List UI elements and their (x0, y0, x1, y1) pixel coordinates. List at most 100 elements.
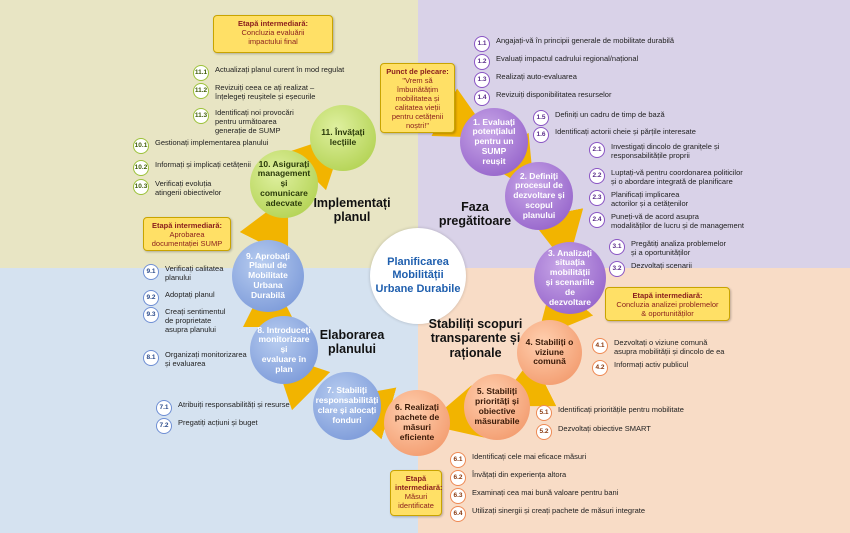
step-number-badge: 5.1 (536, 405, 552, 421)
step-4-1: 4.1 Dezvoltați o viziune comună asupra mo… (592, 338, 724, 356)
step-text: Dezvoltați o viziune comună asupra mobil… (614, 338, 725, 356)
milestone-analysis: Etapă intermediară:Concluzia analizei pr… (605, 287, 730, 321)
step-number-badge: 6.1 (450, 452, 466, 468)
step-number-badge: 2.1 (589, 142, 605, 158)
step-number-badge: 4.2 (592, 360, 608, 376)
step-number-badge: 4.1 (592, 338, 608, 354)
step-5-1: 5.1 Identificați prioritățile pentru mobi… (536, 405, 684, 421)
step-number-badge: 9.3 (143, 307, 159, 323)
step-number-badge: 11.3 (193, 108, 209, 124)
step-text: Identificați actorii cheie și părțile in… (555, 127, 696, 136)
node-10-management: 10. Asigurați management și comunicare a… (250, 150, 318, 218)
step-text: Pregătiți analiza problemelor și a oport… (631, 239, 727, 257)
step-number-badge: 11.2 (193, 83, 209, 99)
step-text: Revizuiți disponibilitatea resurselor (496, 90, 612, 99)
step-text: Organizați monitorizarea și evaluarea (165, 350, 247, 368)
step-number-badge: 3.1 (609, 239, 625, 255)
step-number-badge: 6.4 (450, 506, 466, 522)
node-4-common-vision: 4. Stabiliți o viziune comună (517, 320, 582, 385)
step-text: Dezvoltați obiective SMART (558, 424, 651, 433)
step-number-badge: 9.2 (143, 290, 159, 306)
step-text: Învățați din experiența altora (472, 470, 567, 479)
step-text: Identificați prioritățile pentru mobilit… (558, 405, 684, 414)
step-text: Dezvoltați scenarii (631, 261, 692, 270)
milestone-title: Etapă intermediară: (151, 221, 223, 230)
node-2-define-process: 2. Definiți procesul de dezvoltare și sc… (505, 162, 573, 230)
milestone-text: Concluzia evaluării impactului final (241, 28, 305, 46)
node-9-approve-plan: 9. Aprobați Planul de Mobilitate Urbana … (232, 240, 304, 312)
step-text: Investigați dincolo de granițele și resp… (611, 142, 720, 160)
center-title: Planificarea Mobilității Urbane Durabile (370, 228, 466, 324)
step-7-2: 7.2 Pregatiți acțiuni și buget (156, 418, 258, 434)
node-6-measure-packages: 6. Realizați pachete de măsuri eficiente (384, 390, 450, 456)
step-text: Creați sentimentul de proprietate asupra… (165, 307, 226, 334)
step-text: Pregatiți acțiuni și buget (178, 418, 258, 427)
step-2-1: 2.1 Investigați dincolo de granițele și r… (589, 142, 719, 160)
milestone-adoption: Etapă intermediară:Aprobarea documentați… (143, 217, 231, 251)
step-2-2: 2.2 Luptați-vă pentru coordonarea politic… (589, 168, 743, 186)
step-4-2: 4.2 Informați activ publicul (592, 360, 688, 376)
phase-elaboration: Elaborarea planului (319, 328, 385, 357)
step-number-badge: 1.2 (474, 54, 490, 70)
step-number-badge: 7.2 (156, 418, 172, 434)
step-text: Utilizați sinergii și creați pachete de … (472, 506, 645, 515)
step-text: Actualizați planul curent în mod regulat (215, 65, 345, 74)
step-number-badge: 2.3 (589, 190, 605, 206)
step-text: Identificați cele mai eficace măsuri (472, 452, 587, 461)
step-number-badge: 8.1 (143, 350, 159, 366)
step-number-badge: 1.3 (474, 72, 490, 88)
step-number-badge: 2.4 (589, 212, 605, 228)
step-text: Luptați-vă pentru coordonarea politicilo… (611, 168, 743, 186)
step-8-1: 8.1 Organizați monitorizarea și evaluarea (143, 350, 247, 368)
node-8-monitoring: 8. Introduceți monitorizare și evaluare … (250, 316, 318, 384)
step-number-badge: 11.1 (193, 65, 209, 81)
step-number-badge: 2.2 (589, 168, 605, 184)
node-5-priorities: 5. Stabiliți priorități și obiective măs… (464, 374, 530, 440)
step-1-5: 1.5 Definiți un cadru de timp de bază (533, 110, 665, 126)
step-text: Realizați auto-evaluarea (496, 72, 577, 81)
step-number-badge: 10.3 (133, 179, 149, 195)
step-6-1: 6.1 Identificați cele mai eficace măsuri (450, 452, 586, 468)
step-text: Angajați-vă în principii generale de mob… (496, 36, 675, 45)
milestone-title: Punct de plecare: (386, 67, 449, 76)
step-number-badge: 9.1 (143, 264, 159, 280)
step-6-4: 6.4 Utilizați sinergii și creați pachete … (450, 506, 645, 522)
step-number-badge: 1.5 (533, 110, 549, 126)
step-9-2: 9.2 Adoptați planul (143, 290, 215, 306)
milestone-title: Etapă intermediară: (632, 291, 703, 300)
step-number-badge: 1.4 (474, 90, 490, 106)
step-number-badge: 6.2 (450, 470, 466, 486)
step-7-1: 7.1 Atribuiți responsabilități și resurse (156, 400, 290, 416)
milestone-measures: Etapă intermediară:Măsuri identificate (390, 470, 443, 516)
step-text: Adoptați planul (165, 290, 215, 299)
milestone-starting-point: Punct de plecare:"Vrem să îmbunătățim mo… (380, 63, 455, 133)
step-number-badge: 10.1 (133, 138, 149, 154)
milestone-title: Etapă intermediară: (237, 19, 309, 28)
milestone-text: "Vrem să îmbunătățim mobilitatea și cali… (391, 76, 444, 130)
node-1-evaluate-potential: 1. Evaluați potențialul pentru un SUMP r… (460, 108, 528, 176)
milestone-title: Etapă intermediară: (395, 474, 443, 492)
step-text: Examinați cea mai bună valoare pentru ba… (472, 488, 619, 497)
step-number-badge: 7.1 (156, 400, 172, 416)
step-9-3: 9.3 Creați sentimentul de proprietate asu… (143, 307, 225, 334)
step-text: Atribuiți responsabilități și resurse (178, 400, 290, 409)
step-number-badge: 3.2 (609, 261, 625, 277)
step-text: Informați și implicați cetățenii (155, 160, 251, 169)
step-text: Definiți un cadru de timp de bază (555, 110, 665, 119)
step-3-1: 3.1 Pregătiți analiza problemelor și a op… (609, 239, 726, 257)
step-number-badge: 1.1 (474, 36, 490, 52)
step-text: Informați activ publicul (614, 360, 689, 369)
step-1-3: 1.3 Realizați auto-evaluarea (474, 72, 577, 88)
step-number-badge: 10.2 (133, 160, 149, 176)
milestone-text: Măsuri identificate (398, 492, 434, 510)
